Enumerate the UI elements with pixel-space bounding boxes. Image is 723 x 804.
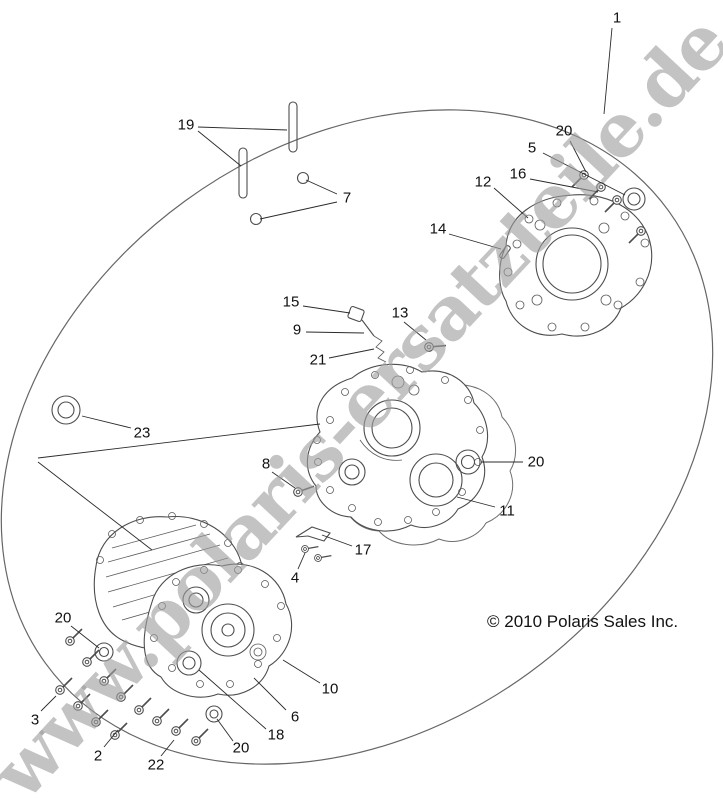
seal-ring-top [622,187,646,211]
gearcase-cover-front [143,563,293,698]
copyright-notice: © 2010 Polaris Sales Inc. [487,612,679,631]
bolt-13 [422,334,447,359]
seal-ring-right [455,449,481,475]
retaining-clips [249,171,310,226]
bolt-8 [291,478,315,502]
washers [94,642,223,723]
cover-bolt-holes [503,196,650,332]
vent-fitting [347,305,387,363]
main-gearcase [306,363,489,532]
leader-lines [37,27,626,757]
case-dowel [499,245,511,259]
output-end-cover [499,194,653,337]
oil-seal-front [176,650,202,676]
front-cover-bolt-holes [150,566,285,688]
dowel-pins [238,101,298,199]
oil-seal-left [51,395,81,425]
gearcase-bolt-holes [313,366,484,526]
